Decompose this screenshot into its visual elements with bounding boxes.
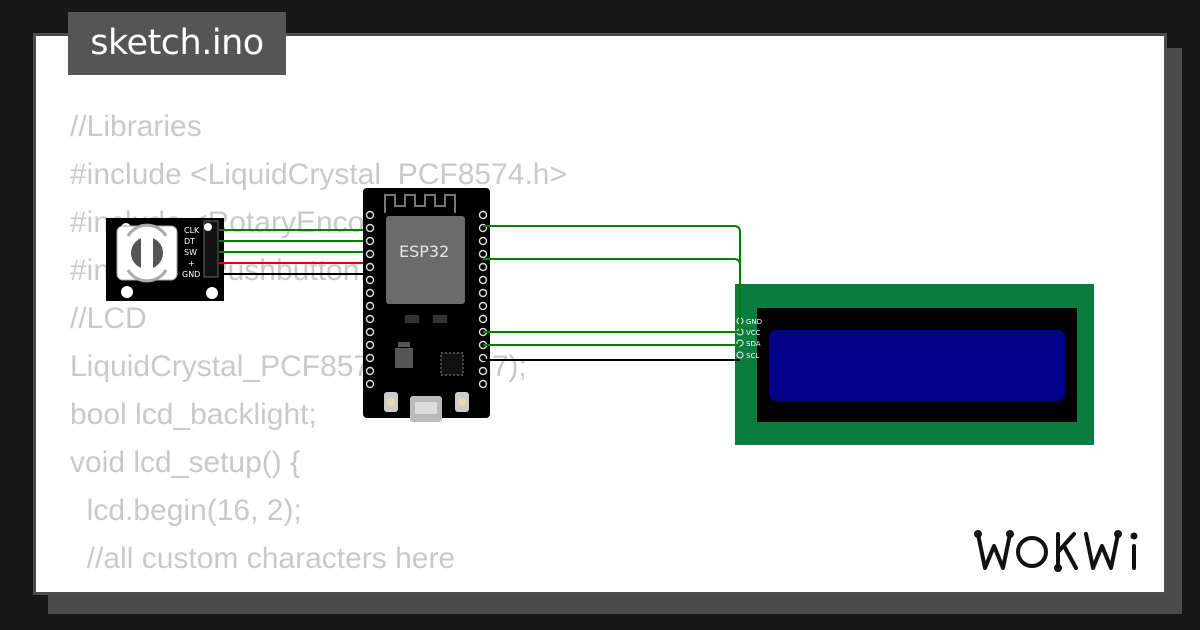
smd-part: [405, 315, 419, 323]
esp32-module: [386, 216, 465, 304]
voltage-regulator: [395, 348, 413, 368]
code-line: //Libraries: [70, 110, 202, 143]
mount-hole: [121, 286, 133, 298]
pin-label-dt: DT: [184, 237, 195, 246]
smd-part: [433, 315, 447, 323]
code-preview: //Libraries #include <LiquidCrystal_PCF8…: [70, 106, 567, 592]
wire-vcc: [219, 262, 368, 372]
usb-port-inner: [415, 402, 437, 414]
code-line: bool lcd_backlight;: [70, 398, 317, 431]
pin-header-right: [478, 210, 488, 389]
lcd-pin-label-gnd: GND: [746, 318, 762, 326]
code-line: #include <LiquidCrystal_PCF8574.h>: [70, 158, 567, 191]
wokwi-logo: [974, 530, 1138, 572]
boot-button-cap: [387, 398, 395, 406]
code-line: //all custom characters here: [70, 542, 456, 575]
file-tab-title: sketch.ino: [68, 12, 286, 75]
lcd-screen: [769, 330, 1065, 401]
en-button-cap: [458, 398, 466, 406]
arrow-arc: [126, 223, 168, 237]
lcd-pin-label-vcc: VCC: [746, 329, 761, 337]
lcd-pin-label-sda: SDA: [746, 340, 761, 348]
esp32-label: ESP32: [399, 242, 449, 261]
wire-lcd-2: [483, 258, 741, 330]
lcd-display[interactable]: GND VCC SDA SCL: [735, 284, 1094, 445]
lcd-wires: [483, 225, 741, 361]
encoder-header: [203, 220, 219, 278]
pin-header-left: [365, 210, 375, 389]
mount-hole: [204, 223, 212, 231]
pin-label-clk: CLK: [184, 226, 200, 235]
esp32-board[interactable]: ESP32: [363, 188, 490, 422]
regulator-tab: [398, 342, 410, 347]
lcd-pin-label-scl: SCL: [746, 352, 759, 360]
arrow-arc: [126, 269, 168, 283]
encoder-wires: [219, 229, 370, 372]
knob-notch: [141, 236, 153, 270]
code-line: //LCD: [70, 302, 147, 335]
pin-label-sw: SW: [184, 248, 197, 257]
pin-label-gnd: GND: [182, 270, 200, 279]
mount-hole: [206, 287, 218, 299]
usb-chip: [440, 352, 464, 376]
pin-label-plus: +: [188, 259, 195, 268]
antenna-trace: [384, 194, 456, 213]
code-line: void lcd_setup() {: [70, 446, 301, 479]
code-line: lcd.begin(16, 2);: [70, 494, 302, 527]
code-line: }: [70, 586, 567, 592]
wire-lcd-1: [483, 225, 741, 318]
logo-dot: [1130, 532, 1138, 540]
rotary-encoder[interactable]: CLK DT SW + GND: [106, 218, 224, 301]
